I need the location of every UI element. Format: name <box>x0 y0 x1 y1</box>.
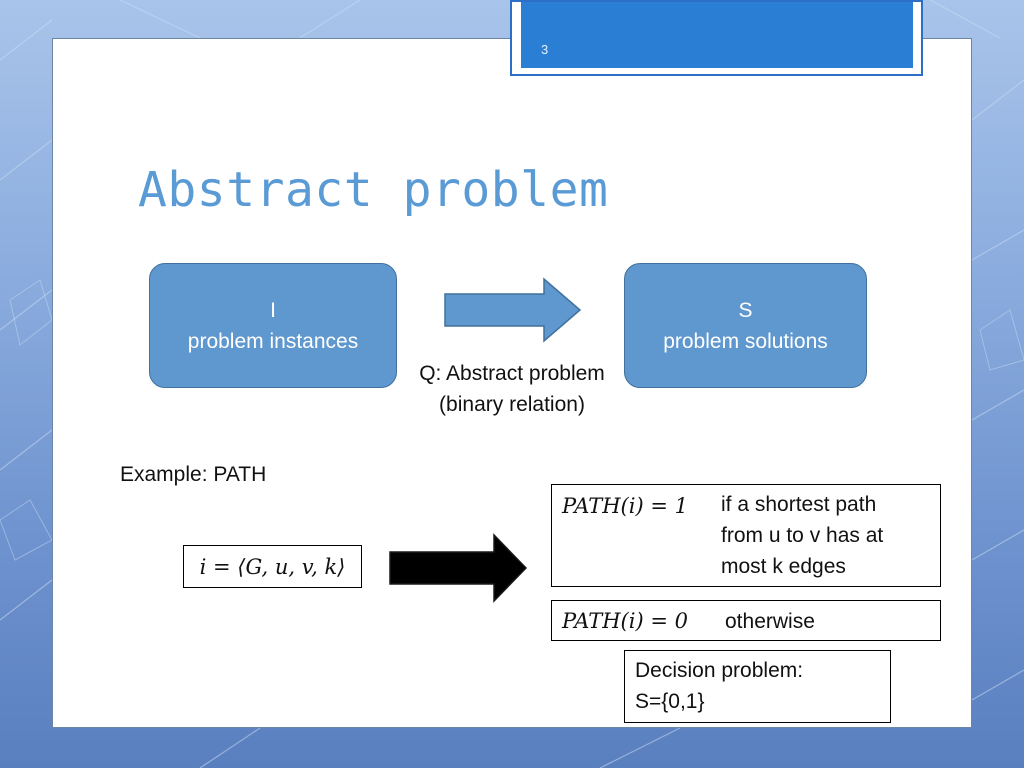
decision-set: S={0,1} <box>635 690 705 713</box>
relation-caption-line2: (binary relation) <box>439 393 585 416</box>
path-false-box: PATH(i) = 0 otherwise <box>551 600 941 641</box>
slide-number-panel: 3 <box>510 0 923 76</box>
relation-caption-line1: Q: Abstract problem <box>419 362 605 385</box>
slide-number: 3 <box>541 42 549 57</box>
example-label: Example: PATH <box>120 463 267 486</box>
path-true-condition-line: from u to v has at <box>721 524 884 547</box>
instance-formula-box: i = ⟨G, u, v, k⟩ <box>183 545 362 588</box>
mapping-arrow-icon <box>389 533 528 603</box>
path-true-condition-line: most k edges <box>721 555 846 578</box>
path-true-condition-line: if a shortest path <box>721 493 877 516</box>
instance-formula: i = ⟨G, u, v, k⟩ <box>199 554 346 579</box>
solutions-box: S problem solutions <box>624 263 867 388</box>
slide-number-bar: 3 <box>521 2 913 68</box>
path-true-box: PATH(i) = 1 if a shortest path from u to… <box>551 484 941 587</box>
path-true-formula: PATH(i) = 1 <box>562 494 688 518</box>
slide-title: Abstract problem <box>138 162 609 218</box>
path-false-formula: PATH(i) = 0 <box>562 609 688 633</box>
instances-box: I problem instances <box>149 263 397 388</box>
decision-title: Decision problem: <box>635 659 804 682</box>
decision-box: Decision problem: S={0,1} <box>624 650 891 723</box>
solutions-symbol: S <box>738 298 753 322</box>
path-false-condition: otherwise <box>725 610 815 633</box>
relation-arrow-icon <box>444 277 582 343</box>
relation-caption: Q: Abstract problem (binary relation) <box>392 358 632 420</box>
instances-label: problem instances <box>187 329 359 353</box>
path-true-condition: if a shortest path from u to v has at mo… <box>721 489 883 582</box>
solutions-label: problem solutions <box>663 329 828 353</box>
instances-symbol: I <box>270 298 276 322</box>
